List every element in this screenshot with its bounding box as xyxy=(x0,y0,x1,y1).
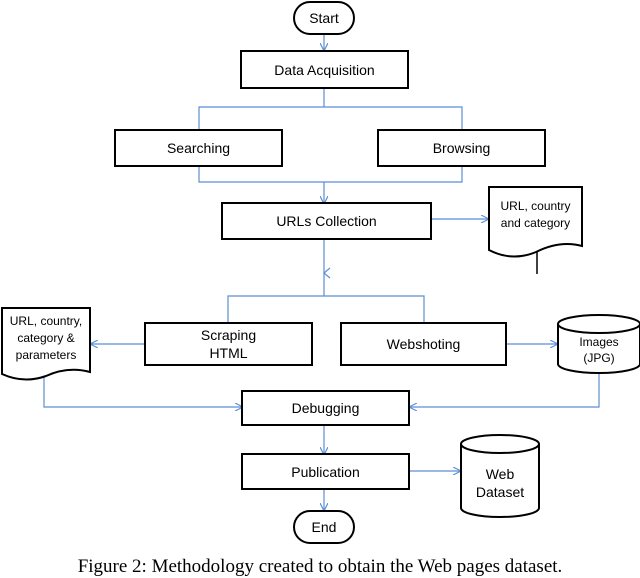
flowchart-diagram: Start Data Acquisition Searching Browsin… xyxy=(1,1,640,544)
parameters-doc-line2: category & xyxy=(17,331,74,345)
scraping-html-node: Scraping HTML xyxy=(144,322,313,366)
scraping-html-line1: Scraping xyxy=(201,327,256,343)
parameters-doc-line3: parameters xyxy=(16,348,77,362)
urls-collection-label: URLs Collection xyxy=(276,213,376,229)
searching-label: Searching xyxy=(167,140,230,156)
web-dataset-line2: Dataset xyxy=(476,484,524,500)
arrow-parameters-doc-to-debugging xyxy=(43,377,242,407)
merge-searching-browsing xyxy=(198,166,463,183)
end-node: End xyxy=(293,510,355,544)
url-country-category-line1: URL, country xyxy=(500,199,570,213)
images-jpg-line1: Images xyxy=(579,335,618,349)
publication-label: Publication xyxy=(291,464,360,480)
start-node: Start xyxy=(293,1,355,35)
end-label: End xyxy=(312,519,337,535)
arrow-images-to-debugging xyxy=(410,372,600,407)
web-dataset-line1: Web xyxy=(486,466,515,482)
browsing-node: Browsing xyxy=(377,129,546,167)
figure-caption: Figure 2: Methodology created to obtain … xyxy=(77,556,563,577)
branch-to-searching-and-browsing xyxy=(198,106,463,130)
data-acquisition-node: Data Acquisition xyxy=(240,50,409,89)
searching-node: Searching xyxy=(114,129,283,167)
parameters-doc-line1: URL, country, xyxy=(10,314,82,328)
images-jpg-database: Images (JPG) xyxy=(557,314,640,374)
scraping-html-line2: HTML xyxy=(209,345,247,361)
url-country-category-document: URL, country and category xyxy=(488,186,583,274)
branch-to-scraping-and-webshoting xyxy=(227,295,425,322)
connectors xyxy=(43,34,600,510)
debugging-label: Debugging xyxy=(292,400,360,416)
web-dataset-database: Web Dataset xyxy=(460,434,540,518)
mid-arrow-tick xyxy=(323,267,331,279)
images-jpg-line2: (JPG) xyxy=(583,351,614,365)
url-country-category-line2: and category xyxy=(501,216,570,230)
url-country-category-parameters-document: URL, country, category & parameters xyxy=(1,307,91,381)
start-label: Start xyxy=(309,10,339,26)
webshoting-node: Webshoting xyxy=(340,322,507,366)
webshoting-label: Webshoting xyxy=(387,336,461,352)
debugging-node: Debugging xyxy=(241,390,410,426)
urls-collection-node: URLs Collection xyxy=(221,202,432,240)
publication-node: Publication xyxy=(241,453,410,490)
data-acquisition-label: Data Acquisition xyxy=(274,62,374,78)
browsing-label: Browsing xyxy=(433,140,491,156)
